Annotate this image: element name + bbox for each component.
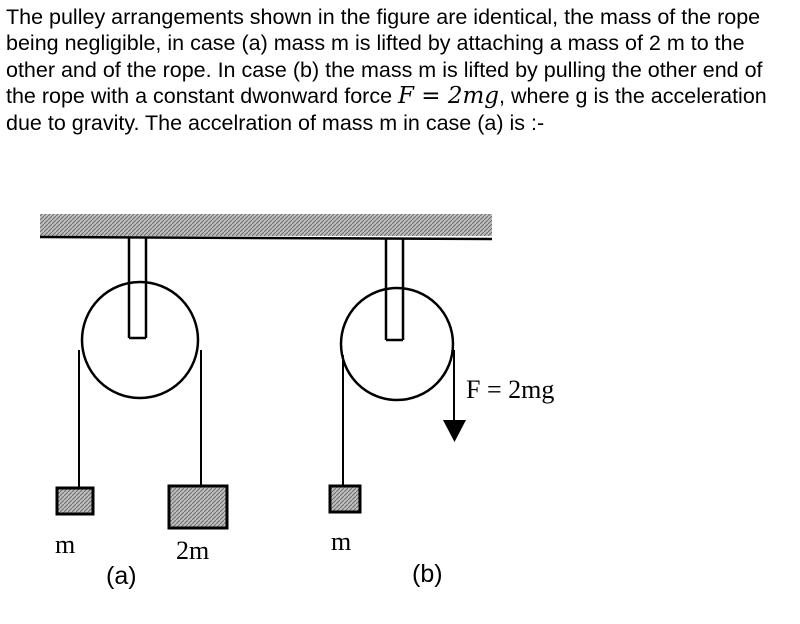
pulley-figure: m 2m (a) m F = 2mg (b) [39, 214, 554, 590]
label-m-a: m [55, 530, 75, 559]
block-2m-a [167, 484, 229, 530]
pulley-b-wheel [339, 286, 455, 402]
label-m-b: m [331, 527, 351, 556]
force-formula: F = 2mg [398, 83, 500, 110]
block-m-b [328, 484, 362, 514]
block-m-a [55, 486, 95, 516]
caption-b: (b) [412, 560, 443, 588]
ceiling [39, 214, 493, 241]
force-label: F = 2mg [466, 375, 554, 404]
ceiling-edge [39, 235, 493, 241]
pulley-a-wheel [80, 280, 200, 400]
force-arrow-head [443, 420, 466, 442]
pulley-system-a: m 2m (a) [55, 238, 229, 590]
question-text-part2: , where g is the acceleration due to gra… [6, 84, 767, 135]
question-text-part1: The pulley arrangements shown in the fig… [6, 5, 763, 109]
pulley-system-b: m F = 2mg (b) [328, 238, 554, 588]
label-2m-a: 2m [176, 536, 209, 565]
ceiling-hatch [40, 214, 492, 236]
question-text: The pulley arrangements shown in the fig… [6, 4, 796, 136]
pulley-a-support [127, 238, 148, 340]
caption-a: (a) [106, 562, 137, 590]
